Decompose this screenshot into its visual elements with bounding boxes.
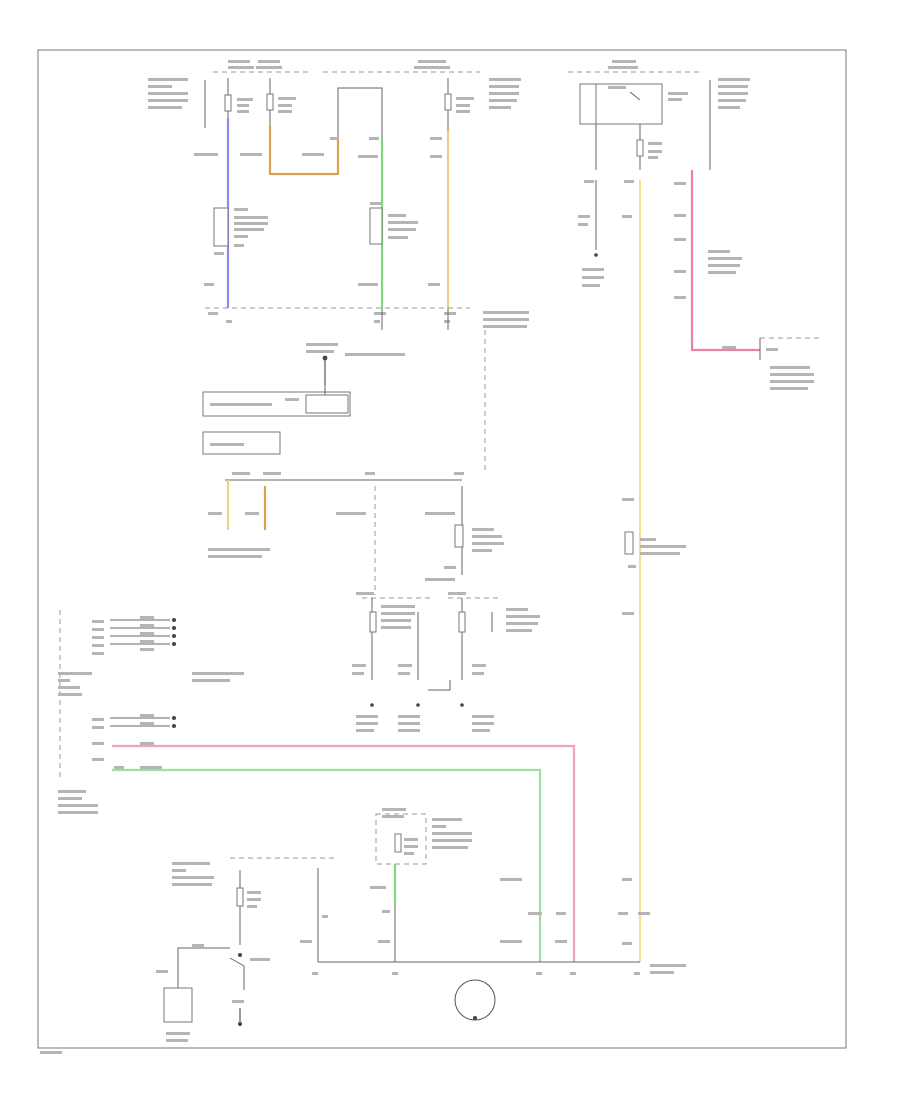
fuse-icon [444, 93, 452, 111]
relay-loop-top [330, 87, 383, 140]
relay-block-right [578, 78, 750, 962]
junction-connector-middle [208, 472, 504, 595]
ground-symbol-icon [306, 343, 338, 385]
fuse-column-4 [428, 78, 521, 308]
left-connector-stack [58, 610, 244, 814]
motor-icon [454, 979, 496, 1021]
junction-connector-lower [312, 878, 686, 975]
door-switch-front [352, 592, 451, 732]
junction-connector-upper [205, 307, 529, 470]
fuse-icon [266, 93, 274, 111]
fuse-icon [636, 139, 644, 157]
fuse-column-2 [240, 78, 340, 176]
pink-wire-right [674, 170, 822, 390]
door-switch-rear [448, 592, 540, 732]
relay-icon [608, 86, 626, 89]
fuse-icon [224, 94, 232, 112]
diagram-frame [37, 49, 847, 1049]
lower-fuse-box [370, 808, 472, 962]
label-block-top-left [148, 78, 206, 128]
corner-id [40, 1051, 62, 1054]
fuse-icon [394, 833, 402, 853]
fuse-column-3 [358, 140, 418, 308]
fuse-column-1 [194, 78, 268, 308]
control-unit-block [202, 385, 351, 455]
fuse-icon [236, 887, 244, 907]
signal-wires-lower [112, 742, 576, 962]
top-fuse-block-left [213, 60, 700, 73]
starter-relay-area [156, 857, 336, 1042]
